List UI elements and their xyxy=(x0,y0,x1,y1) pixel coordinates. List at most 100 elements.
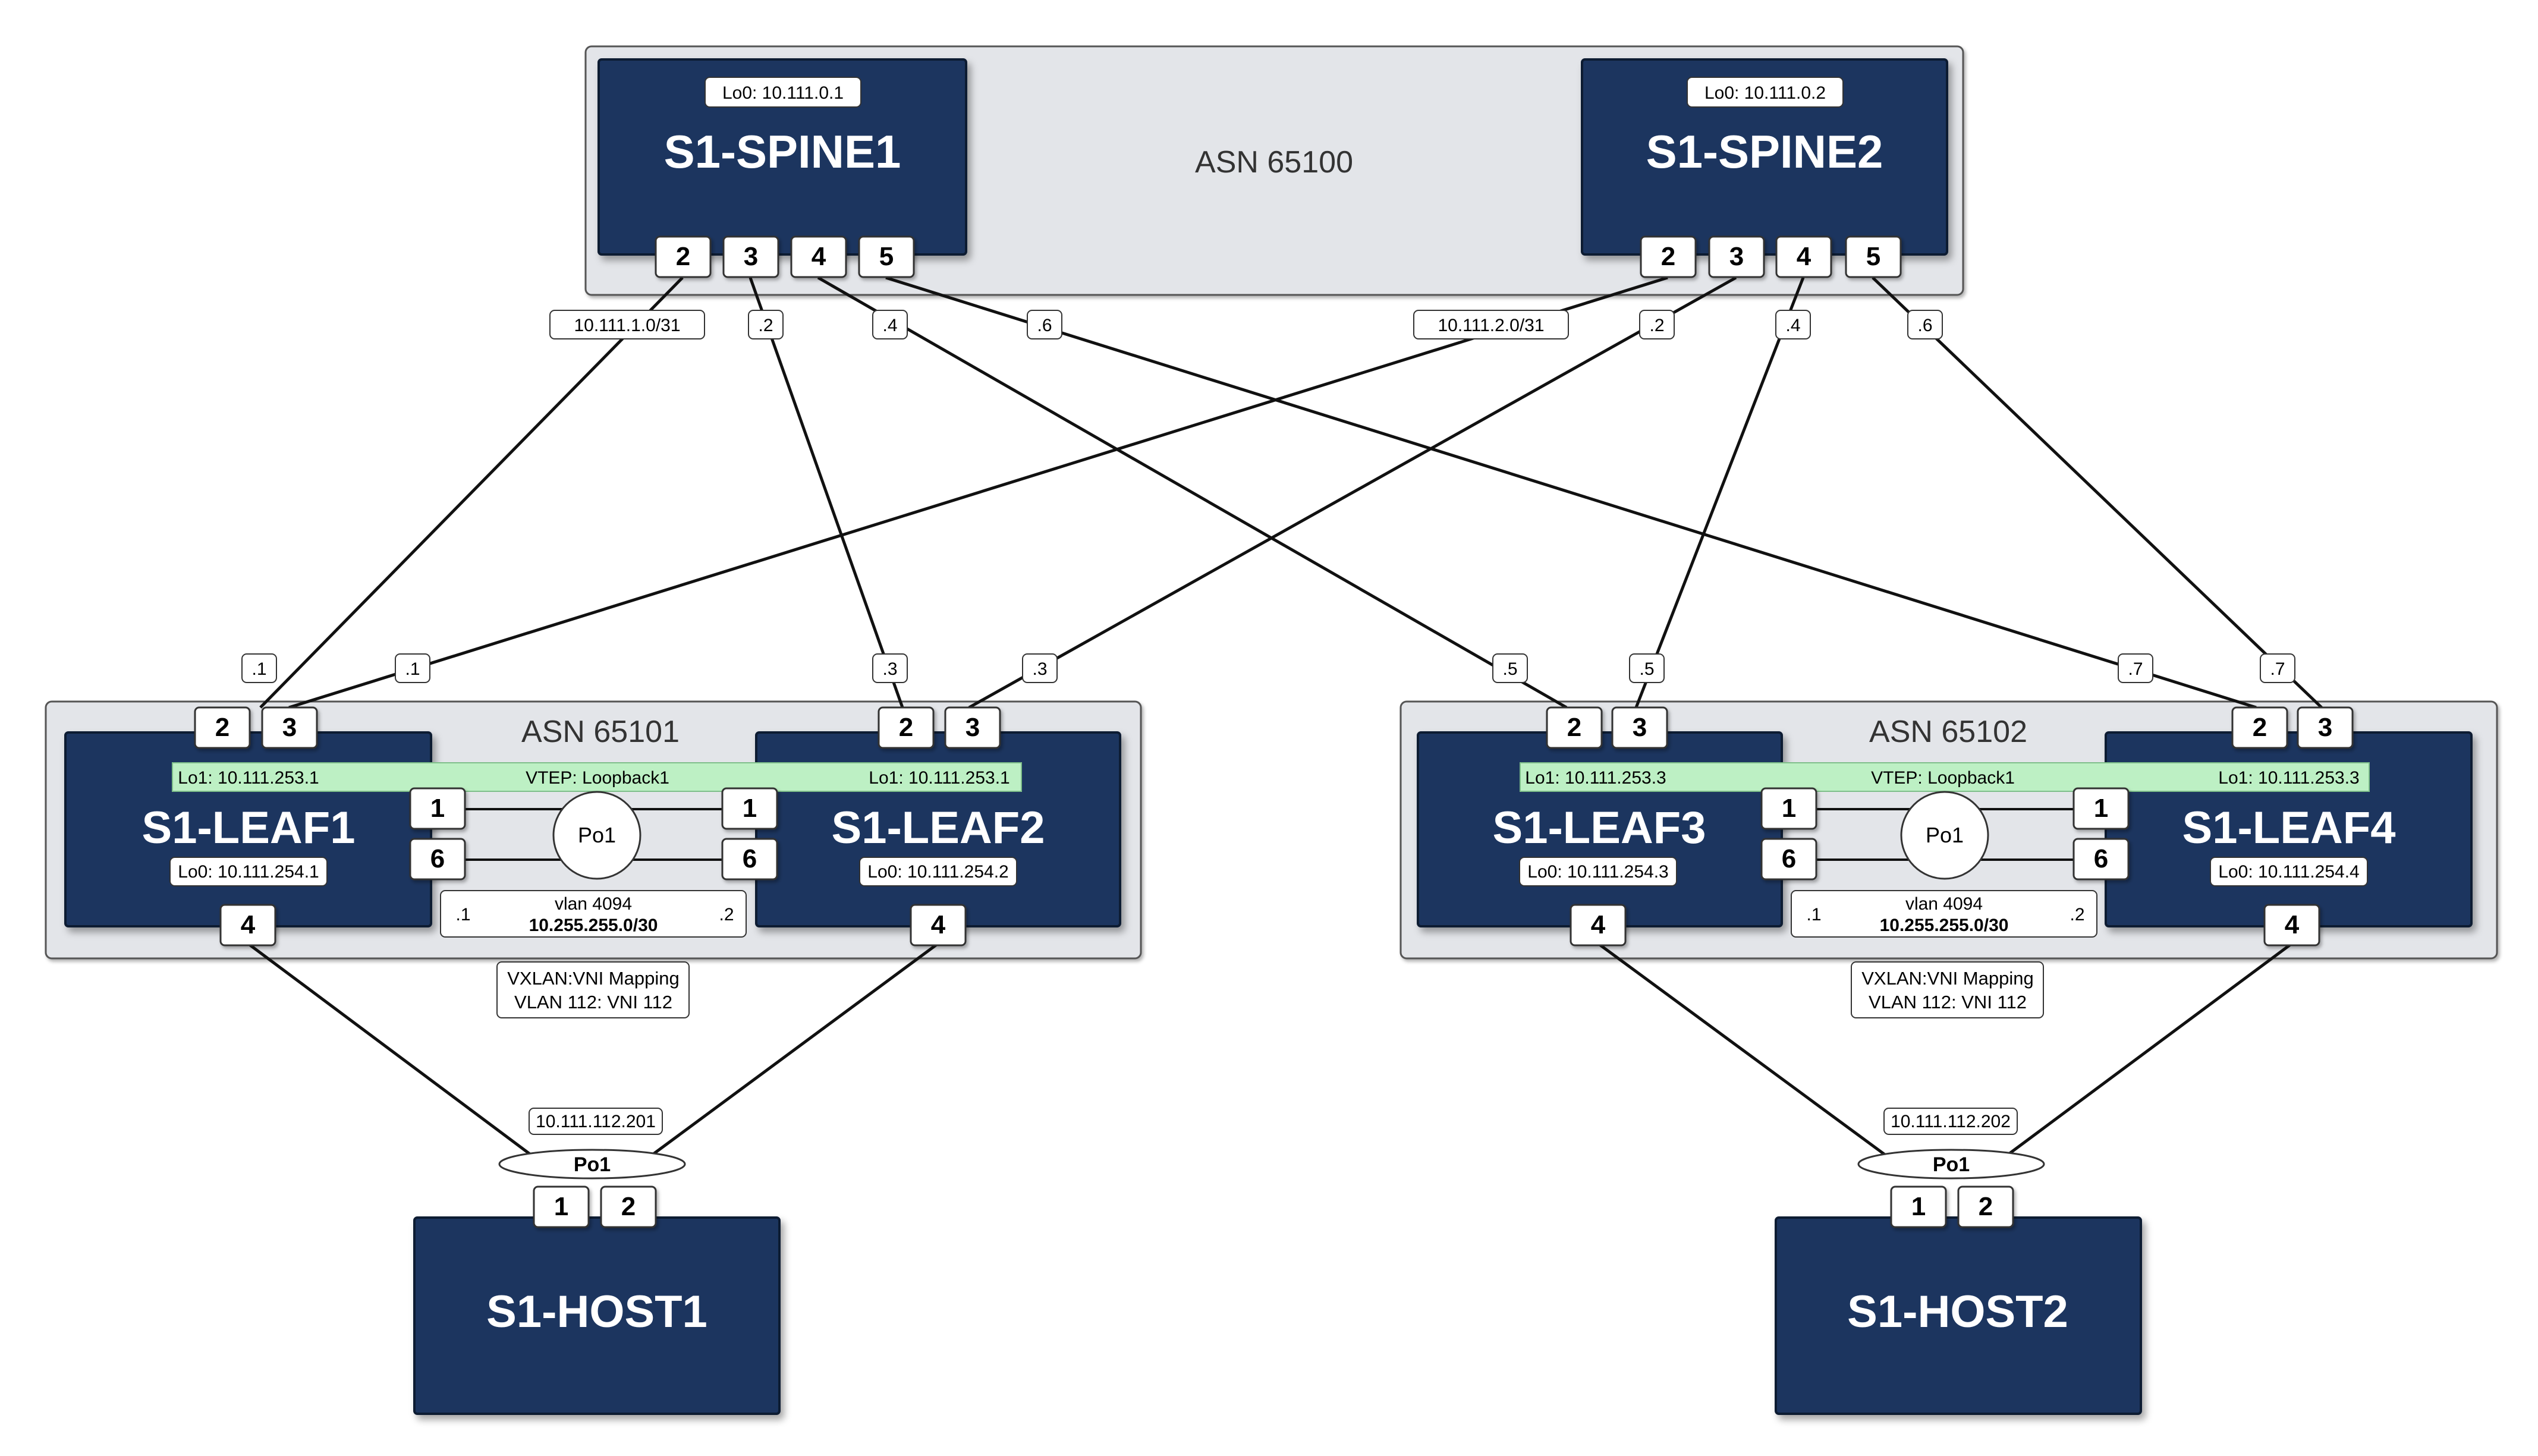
leaf2-lo1: Lo1: 10.111.253.1 xyxy=(869,768,1009,788)
leaf1-port-1-label: 1 xyxy=(430,794,445,823)
leaf2-port-1: 1 xyxy=(721,787,778,830)
link-spine2-leaf1 xyxy=(288,276,1668,709)
link-label-leaf4-a: .7 xyxy=(2118,653,2153,683)
spine1-port-5: 5 xyxy=(858,235,915,278)
leaf4-lo0-box xyxy=(2210,857,2368,886)
link-leaf4-host2 xyxy=(1996,942,2293,1164)
spine1-port-2-label: 2 xyxy=(676,242,690,271)
leaf4-port-4-label: 4 xyxy=(2285,910,2300,939)
leaf2-port-1-label: 1 xyxy=(743,794,757,823)
host2-po xyxy=(1857,1149,2045,1180)
leaf3-port-1: 1 xyxy=(1760,787,1817,830)
leaf2-name: S1-LEAF2 xyxy=(832,803,1045,853)
leaf1-lo0: Lo0: 10.111.254.1 xyxy=(178,862,319,882)
spine1-port-3-label: 3 xyxy=(744,242,758,271)
link-leaf1-host1 xyxy=(247,942,542,1164)
vxlan-mapping-box-leaf12 xyxy=(496,961,690,1018)
vtep-band-leaf12 xyxy=(172,762,1022,792)
leaf4-port-2: 2 xyxy=(2231,706,2288,749)
host2-port-2: 2 xyxy=(1957,1185,2014,1228)
mlag-left-ip-leaf12: .1 xyxy=(455,905,470,924)
link-label-spine1-4-text: .4 xyxy=(882,316,897,335)
leaf1-port-2-label: 2 xyxy=(215,713,229,742)
link-leaf3-host2 xyxy=(1597,942,1897,1164)
link-label-leaf3-a: .5 xyxy=(1492,653,1528,683)
leaf3-port-1-label: 1 xyxy=(1782,794,1796,823)
link-label-leaf3-b: .5 xyxy=(1629,653,1665,683)
spine2-port-5: 5 xyxy=(1845,235,1902,278)
spine2-port-4-label: 4 xyxy=(1797,242,1811,271)
spine1-port-2: 2 xyxy=(655,235,712,278)
leaf4-port-1-label: 1 xyxy=(2094,794,2108,823)
host2-ip: 10.111.112.202 xyxy=(1891,1112,2011,1131)
leaf2-port-3: 3 xyxy=(944,706,1001,749)
vxlan-title-leaf12: VXLAN:VNI Mapping xyxy=(507,968,679,989)
leaf2-port-6: 6 xyxy=(721,838,778,880)
host1-ip-box xyxy=(529,1108,663,1135)
leaf2-port-4-label: 4 xyxy=(931,910,946,939)
vtep-band-leaf34 xyxy=(1520,762,2370,792)
vxlan-title-leaf34: VXLAN:VNI Mapping xyxy=(1861,968,2033,989)
spine1-port-4: 4 xyxy=(790,235,847,278)
link-label-spine1-4: .4 xyxy=(872,310,908,339)
mlag-subnet-leaf12: 10.255.255.0/30 xyxy=(529,916,658,935)
leaf2-lo0-box xyxy=(859,857,1017,886)
host2-ip-box xyxy=(1883,1108,2018,1135)
leaf1-port-6-label: 6 xyxy=(430,844,445,873)
leaf4-port-6-label: 6 xyxy=(2094,844,2108,873)
leaf4-port-4: 4 xyxy=(2263,904,2320,946)
link-label-subnet1-text: 10.111.1.0/31 xyxy=(574,316,680,335)
host2-port-1-label: 1 xyxy=(1911,1192,1926,1221)
host1-name: S1-HOST1 xyxy=(486,1287,707,1337)
link-spine2-leaf2 xyxy=(968,276,1737,709)
spine2-port-2-label: 2 xyxy=(1661,242,1675,271)
link-label-leaf3-b-text: .5 xyxy=(1639,659,1654,679)
leaf4-port-3-label: 3 xyxy=(2318,713,2332,742)
spine1-port-4-label: 4 xyxy=(812,242,826,271)
link-label-leaf1-a: .1 xyxy=(241,653,277,683)
leaf3-lo0-box xyxy=(1519,857,1677,886)
leaf1-port-6: 6 xyxy=(409,838,466,880)
fabric-links xyxy=(247,276,2323,1164)
link-spine1-leaf1 xyxy=(259,276,684,709)
spine2-lo0: Lo0: 10.111.0.2 xyxy=(1704,83,1826,103)
mlag-subnet-leaf34: 10.255.255.0/30 xyxy=(1880,916,2009,935)
vxlan-mapping-leaf34: VLAN 112: VNI 112 xyxy=(1869,992,2027,1012)
leaf3-lo0: Lo0: 10.111.254.3 xyxy=(1527,862,1668,882)
leaf3-port-2: 2 xyxy=(1546,706,1603,749)
mlag-vlan-box-leaf34 xyxy=(1791,890,2097,938)
link-label-spine2-2-text: .2 xyxy=(1649,316,1664,335)
link-label-spine2-4: .4 xyxy=(1775,310,1811,339)
mlag-po-leaf12 xyxy=(552,791,641,880)
mlag-left-ip-leaf34: .1 xyxy=(1806,905,1821,924)
link-leaf2-host1 xyxy=(641,942,939,1164)
link-label-spine2-6-text: .6 xyxy=(1917,316,1932,335)
spine1-device xyxy=(597,58,967,256)
leaf3-port-4: 4 xyxy=(1570,904,1627,946)
mlag-vlan-leaf12: vlan 4094 xyxy=(555,894,632,914)
mlag-right-ip-leaf12: .2 xyxy=(719,905,734,924)
link-label-spine1-2: .2 xyxy=(748,310,784,339)
spine2-port-5-label: 5 xyxy=(1866,242,1880,271)
host2-port-2-label: 2 xyxy=(1979,1192,1993,1221)
link-label-leaf4-b: .7 xyxy=(2260,653,2295,683)
link-label-leaf1-b: .1 xyxy=(395,653,430,683)
spine2-port-4: 4 xyxy=(1775,235,1832,278)
host1-port-2: 2 xyxy=(600,1185,657,1228)
mlag-right-ip-leaf34: .2 xyxy=(2070,905,2084,924)
mlag-po-label-leaf34: Po1 xyxy=(1926,823,1964,847)
link-spine2-leaf3 xyxy=(1634,277,1805,708)
link-label-leaf2-b: .3 xyxy=(1022,653,1058,683)
vtep-label-leaf12: VTEP: Loopback1 xyxy=(526,768,669,788)
link-spine1-leaf4 xyxy=(885,276,2257,709)
asn-label-spine: ASN 65100 xyxy=(1195,145,1353,180)
leaf2-port-4: 4 xyxy=(910,904,967,946)
leaf4-lo1: Lo1: 10.111.253.3 xyxy=(2218,768,2359,788)
leaf2-port-3-label: 3 xyxy=(965,713,980,742)
host2-po-label: Po1 xyxy=(1933,1153,1970,1176)
host2-name: S1-HOST2 xyxy=(1847,1287,2068,1337)
link-label-subnet2: 10.111.2.0/31 xyxy=(1413,310,1569,339)
link-label-leaf3-a-text: .5 xyxy=(1502,659,1517,679)
